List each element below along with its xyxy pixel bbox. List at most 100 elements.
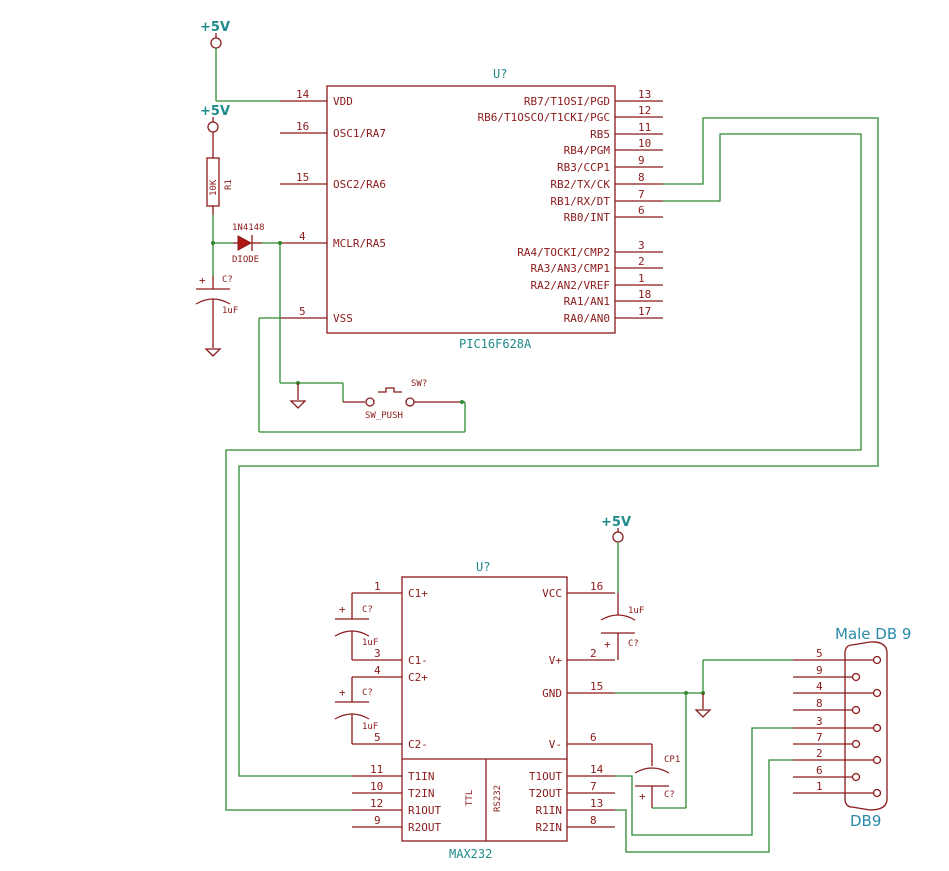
pic-pin-name: RA3/AN3/CMP1: [531, 262, 610, 275]
max-pin-num: 10: [370, 780, 383, 793]
power-symbol-r1: +5V: [200, 104, 230, 158]
max-pin-num: 4: [374, 664, 381, 677]
power-symbol-vdd: +5V: [200, 20, 280, 102]
db9-pin-num: 2: [816, 747, 823, 760]
sw-ref: SW?: [411, 379, 427, 389]
pic-ref: U?: [493, 67, 507, 81]
max-pin-name: T2IN: [408, 787, 435, 800]
db9-pin-num: 3: [816, 715, 823, 728]
diode-type: DIODE: [232, 255, 259, 265]
pic-pin-name: OSC2/RA6: [333, 178, 386, 191]
pic-pin-name: RA0/AN0: [564, 312, 610, 325]
pic-pin-name: RB7/T1OSI/PGD: [524, 95, 610, 108]
cap-top-value: 1uF: [222, 306, 238, 316]
cap-vcc-ref: C?: [628, 639, 639, 649]
pic-pin-num: 15: [296, 171, 309, 184]
max-pin-name: GND: [542, 687, 562, 700]
r1-ref: R1: [224, 179, 234, 190]
cap-c2-ref: C?: [362, 688, 373, 698]
db9-pin-contact: [872, 723, 882, 733]
pic16f628a-chip: U? PIC16F628A 14 16 15 4 5 VDD OSC1/RA7 …: [280, 67, 663, 351]
pic-pin-name: MCLR/RA5: [333, 237, 386, 250]
db9-pin-num: 9: [816, 664, 823, 677]
power-symbol-vcc: +5V: [601, 515, 631, 593]
max-ref: U?: [476, 560, 490, 574]
sw-name: SW_PUSH: [365, 411, 403, 421]
pic-pin-num: 5: [299, 305, 306, 318]
max-pin-name: V-: [549, 738, 562, 751]
max-name: MAX232: [449, 847, 492, 861]
pic-pin-name: RA1/AN1: [564, 295, 610, 308]
max-pin-name: T1IN: [408, 770, 435, 783]
pic-pin-name: RB5: [590, 128, 610, 141]
db9-pin-num: 6: [816, 764, 823, 777]
capacitor-c1: + C? 1uF: [334, 593, 378, 660]
max-pin-num: 12: [370, 797, 383, 810]
pic-pin-name: RB3/CCP1: [557, 161, 610, 174]
db9-pin-contact: [872, 788, 882, 798]
pic-pin-num: 16: [296, 120, 309, 133]
pic-pin-num: 12: [638, 104, 651, 117]
r1-value: 10K: [209, 179, 219, 196]
cap-c2-value: 1uF: [362, 722, 378, 732]
max-pin-name: T2OUT: [529, 787, 562, 800]
db9-pin-num: 5: [816, 647, 823, 660]
cap-vcc-value: 1uF: [628, 606, 644, 616]
db9-pin-num: 7: [816, 731, 823, 744]
cap-plus-sign: +: [639, 790, 646, 803]
capacitor-vcc: + 1uF C?: [600, 593, 644, 660]
db9-pin-contact: [851, 672, 861, 682]
pic-pin-num: 2: [638, 255, 645, 268]
cap-plus-sign: +: [604, 638, 611, 651]
db9-pin-contact: [851, 705, 861, 715]
max-pin-name: T1OUT: [529, 770, 562, 783]
pic-pin-name: RB4/PGM: [564, 144, 611, 157]
diode-part: 1N4148: [232, 223, 265, 233]
max-pin-name: C2-: [408, 738, 428, 751]
cp1-name: CP1: [664, 755, 680, 765]
pic-pin-num: 11: [638, 121, 651, 134]
pic-pin-num: 4: [299, 230, 306, 243]
max-pin-num: 2: [590, 647, 597, 660]
pic-pin-num: 17: [638, 305, 651, 318]
pic-pin-num: 9: [638, 154, 645, 167]
cap-plus-sign: +: [339, 603, 346, 616]
max-pin-num: 11: [370, 763, 383, 776]
pic-pin-num: 8: [638, 171, 645, 184]
pic-pin-name: RB2/TX/CK: [550, 178, 610, 191]
cap-c1-ref: C?: [362, 605, 373, 615]
diode-1n4148: 1N4148 DIODE: [211, 223, 282, 265]
max-rs232: RS232: [493, 785, 503, 812]
gnd-net: [615, 659, 793, 718]
switch-sw-push: SW? SW_PUSH: [258, 243, 466, 433]
max-pin-name: C1-: [408, 654, 428, 667]
cap-plus-sign: +: [339, 686, 346, 699]
db9-pin-contact: [851, 739, 861, 749]
max-pin-num: 7: [590, 780, 597, 793]
max-pin-num: 15: [590, 680, 603, 693]
max-pin-num: 5: [374, 731, 381, 744]
max-pin-name: R2OUT: [408, 821, 441, 834]
pic-pin-num: 10: [638, 137, 651, 150]
max-pin-name: V+: [549, 654, 563, 667]
max-pin-num: 9: [374, 814, 381, 827]
db9-name: DB9: [850, 812, 881, 830]
max-pin-num: 8: [590, 814, 597, 827]
max-pin-num: 13: [590, 797, 603, 810]
capacitor-c2: + C? 1uF: [334, 677, 378, 744]
max-pin-name: C2+: [408, 671, 428, 684]
pic-pin-name: RB6/T1OSCO/T1CKI/PGC: [478, 111, 610, 124]
power-label-vcc: +5V: [601, 515, 631, 530]
db9-pin-num: 1: [816, 780, 823, 793]
pic-pin-name: OSC1/RA7: [333, 127, 386, 140]
pic-pin-num: 6: [638, 204, 645, 217]
max-pin-num: 6: [590, 731, 597, 744]
max-pin-name: C1+: [408, 587, 428, 600]
cap-top-ref: C?: [222, 275, 233, 285]
max-pin-name: R1IN: [536, 804, 563, 817]
pic-pin-name: RA2/AN2/VREF: [531, 279, 610, 292]
cp1-ref: C?: [664, 790, 675, 800]
max-pin-num: 3: [374, 647, 381, 660]
db9-pin-contact: [851, 772, 861, 782]
pic-pin-name: RB1/RX/DT: [550, 195, 610, 208]
